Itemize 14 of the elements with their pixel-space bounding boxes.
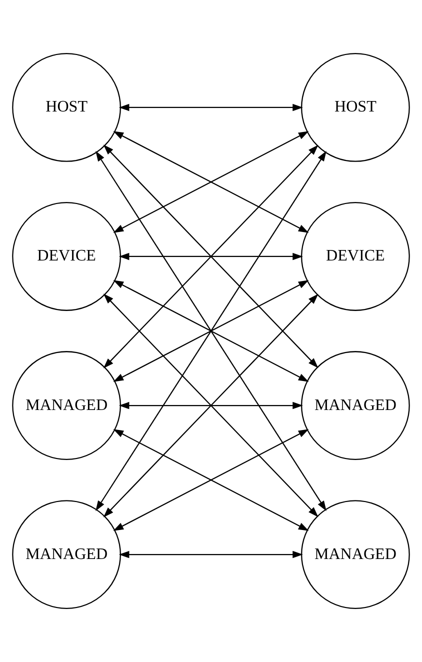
arrow: [96, 150, 326, 512]
arrow: [103, 294, 318, 518]
arrow: [113, 280, 309, 382]
node-circle: DEVICE: [12, 202, 122, 311]
arrow: [103, 144, 318, 368]
arrow: [118, 550, 303, 558]
node-circle: DEVICE: [300, 202, 410, 311]
node-circle: MANAGED: [12, 351, 122, 460]
arrow: [118, 402, 303, 410]
arrow: [113, 429, 309, 531]
arrow: [118, 252, 303, 260]
node-circle: MANAGED: [300, 351, 410, 460]
arrow: [113, 131, 309, 233]
arrow: [118, 104, 303, 112]
